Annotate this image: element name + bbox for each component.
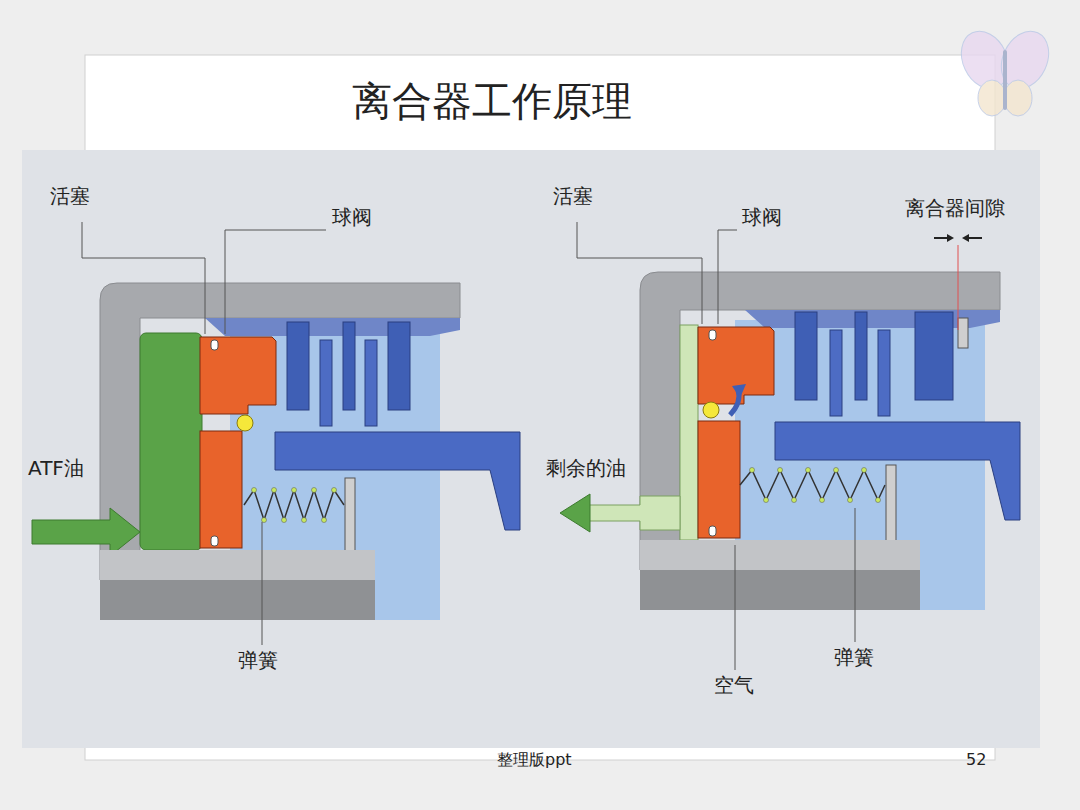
part-label: 活塞: [553, 184, 593, 208]
part-label: 离合器间隙: [905, 196, 1005, 220]
slide-title: 离合器工作原理: [352, 78, 632, 126]
part-label: 球阀: [742, 205, 782, 229]
part-label: 剩余的油: [546, 456, 626, 480]
part-label: 弹簧: [834, 645, 874, 669]
part-label: ATF油: [28, 456, 84, 480]
footer-note: 整理版ppt: [497, 750, 572, 769]
part-label: 空气: [714, 673, 754, 697]
part-label: 弹簧: [238, 648, 278, 672]
part-label: 活塞: [50, 184, 90, 208]
page-number: 52: [966, 750, 986, 769]
part-label: 球阀: [332, 205, 372, 229]
